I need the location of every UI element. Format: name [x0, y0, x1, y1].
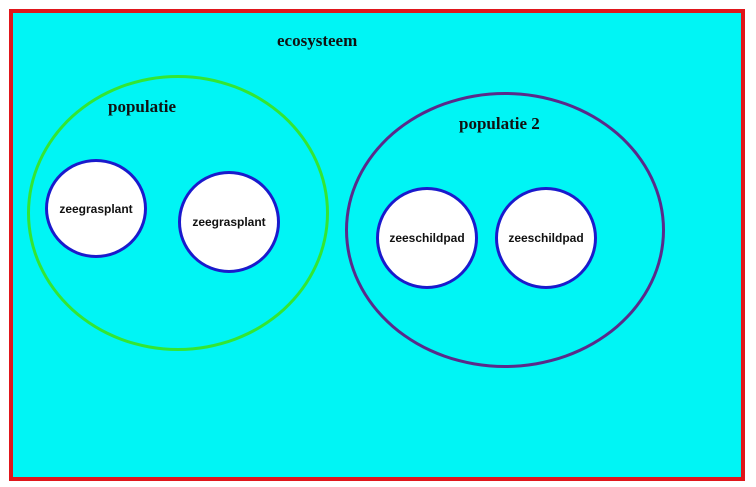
population-2-label: populatie 2 — [459, 114, 540, 133]
organism-circle-seagrass-2: zeegrasplant — [178, 171, 280, 273]
population-1-ellipse — [27, 75, 329, 351]
organism-label: zeegrasplant — [192, 215, 266, 229]
ecosystem-title: ecosysteem — [277, 31, 358, 50]
organism-label: zeeschildpad — [389, 231, 465, 245]
population-1-label: populatie — [108, 97, 177, 116]
organism-label: zeegrasplant — [59, 201, 133, 216]
population-2-ellipse — [345, 92, 665, 368]
organism-circle-seagrass-1: zeegrasplant — [45, 159, 147, 258]
organism-circle-turtle-1: zeeschildpad — [376, 187, 478, 289]
organism-circle-turtle-2: zeeschildpad — [495, 187, 597, 289]
organism-label: zeeschildpad — [508, 231, 584, 245]
